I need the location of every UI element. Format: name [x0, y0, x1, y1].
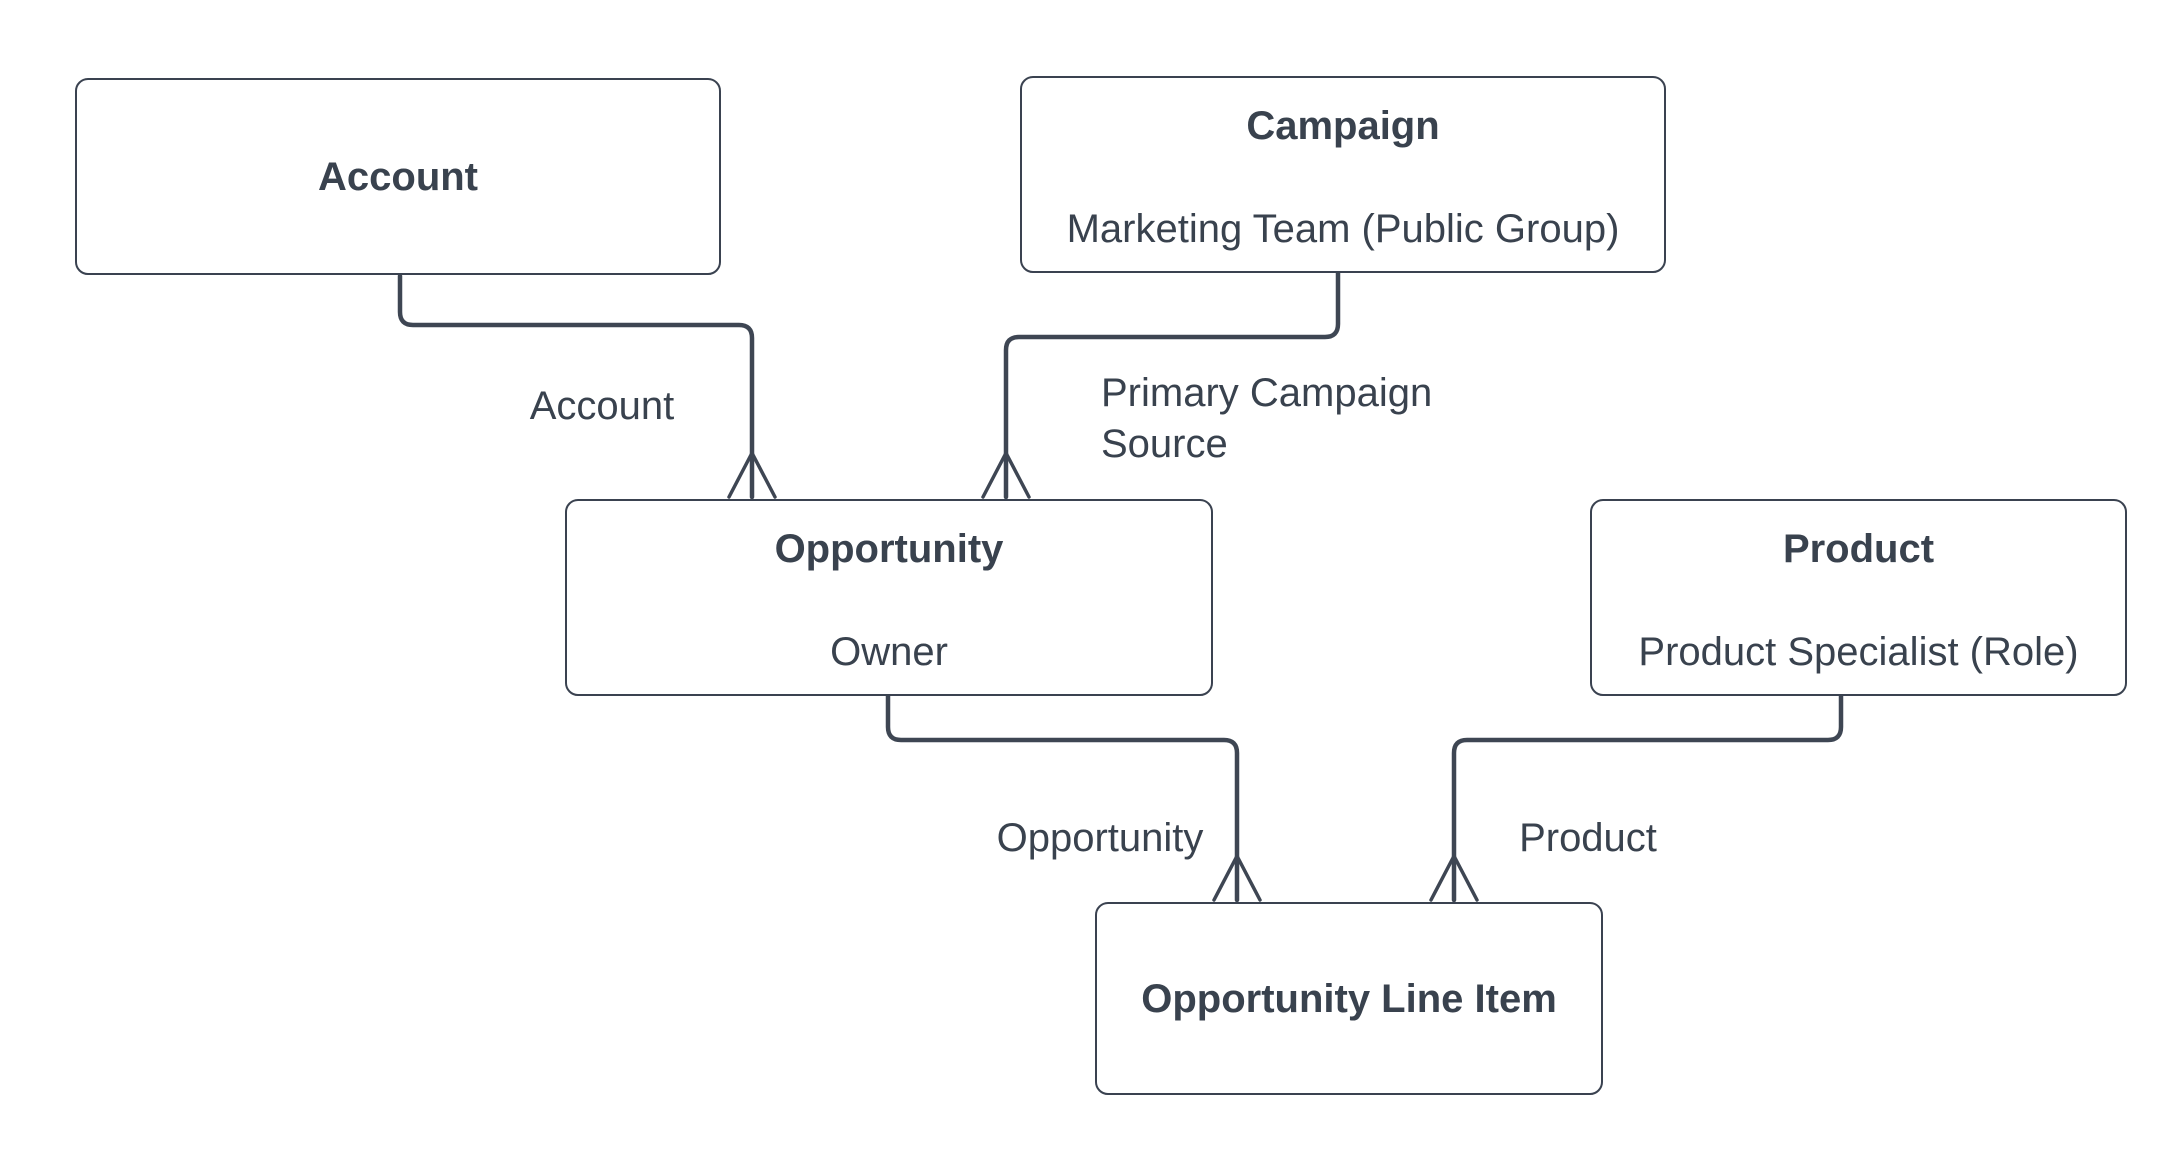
entity-opportunity-line-item[interactable]: Opportunity Line Item — [1095, 902, 1603, 1095]
entity-opportunity-title: Opportunity — [774, 527, 1004, 571]
entity-campaign-subtitle: Marketing Team (Public Group) — [1066, 207, 1620, 251]
entity-product[interactable]: Product Product Specialist (Role) — [1590, 499, 2127, 696]
entity-campaign-title: Campaign — [1246, 104, 1440, 148]
edge-label-product: Product — [1519, 816, 1657, 860]
crows-foot-many-icon — [1429, 854, 1479, 902]
crows-foot-many-icon — [1212, 854, 1262, 902]
entity-opportunity-line-item-title: Opportunity Line Item — [1141, 976, 1557, 1021]
entity-opportunity[interactable]: Opportunity Owner — [565, 499, 1213, 696]
edge-label-account: Account — [529, 384, 675, 428]
connector-opportunity-lineitem[interactable] — [885, 693, 1240, 903]
edge-label-opportunity: Opportunity — [996, 816, 1204, 860]
connector-product-lineitem[interactable] — [1451, 693, 1844, 903]
connectors — [397, 270, 1844, 903]
connector-campaign-opportunity[interactable] — [1003, 270, 1341, 500]
entity-campaign[interactable]: Campaign Marketing Team (Public Group) — [1020, 76, 1666, 273]
entity-account-title: Account — [318, 154, 478, 199]
crows-foot-many-icon — [727, 451, 777, 499]
crows-foot-many-icon — [981, 451, 1031, 499]
entity-product-subtitle: Product Specialist (Role) — [1638, 630, 2079, 674]
connector-account-opportunity[interactable] — [397, 273, 755, 500]
entity-opportunity-subtitle: Owner — [830, 630, 948, 674]
edge-label-primary-campaign-source: Primary Campaign Source — [1101, 371, 1433, 466]
entity-product-title: Product — [1782, 527, 1935, 571]
entity-account[interactable]: Account — [75, 78, 721, 275]
